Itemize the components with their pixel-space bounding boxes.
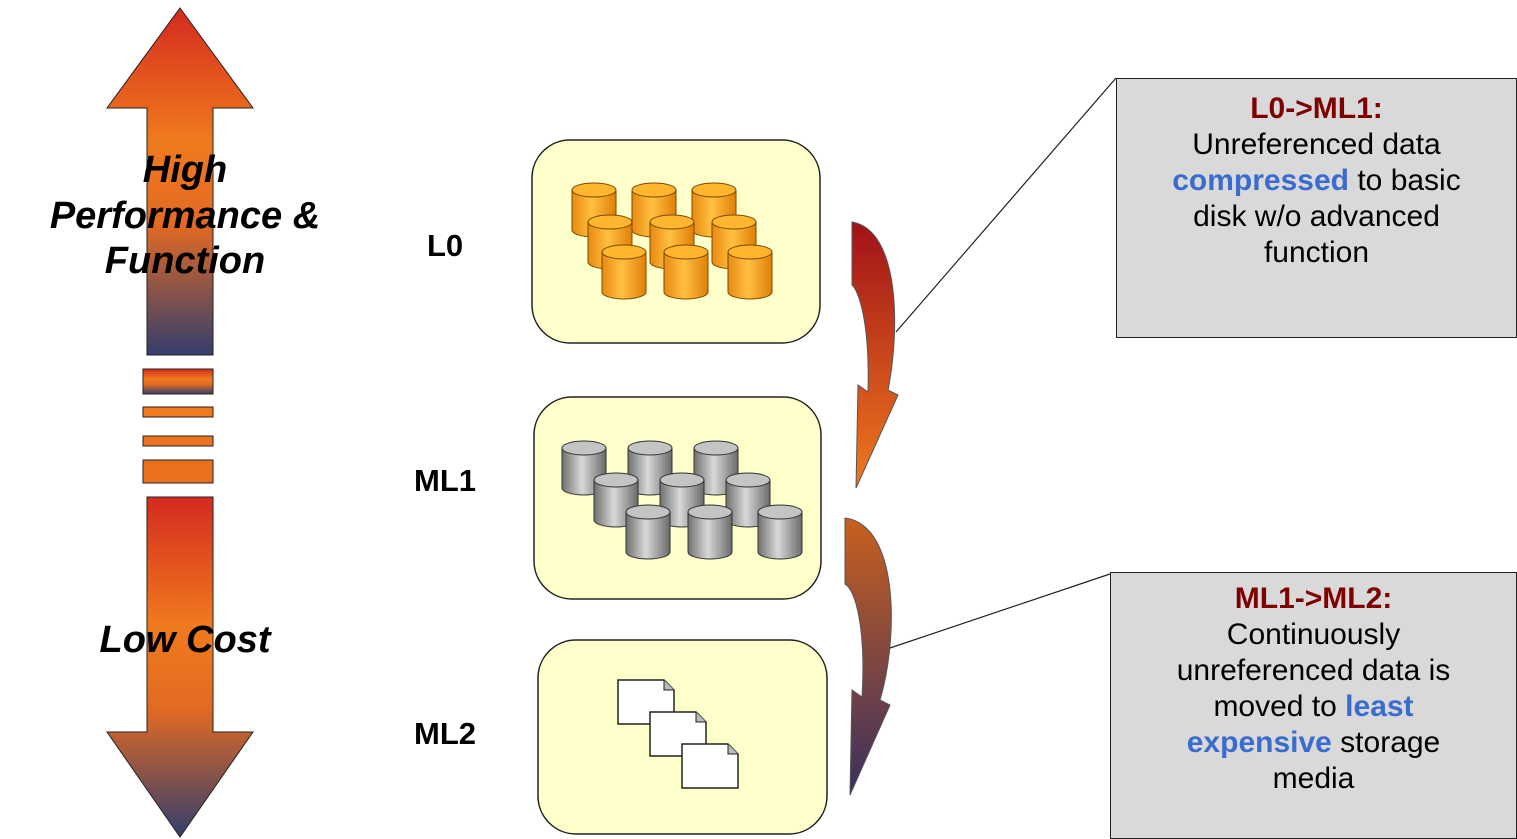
tape-document-icon <box>681 743 739 789</box>
high-performance-label: High Performance & Function <box>10 148 360 285</box>
axis-top-line2: Performance & <box>49 194 321 237</box>
callout-text: to basic <box>1349 164 1461 197</box>
callout-text: moved to <box>1213 690 1346 723</box>
axis-top-line3: Function <box>104 240 266 283</box>
callout-highlight: compressed <box>1172 164 1349 197</box>
callout-line: Continuously <box>1226 618 1401 651</box>
performance-cost-axis-arrow <box>106 7 254 838</box>
axis-segment <box>142 368 214 395</box>
level-label-ml1: ML1 <box>414 463 476 498</box>
disk-cylinder-icon <box>687 504 733 560</box>
callout-line: compressed to basic <box>1117 163 1516 199</box>
callout-line: expensive storage <box>1111 725 1516 761</box>
axis-arrow-top-head <box>106 7 254 356</box>
level-label-ml2: ML2 <box>414 716 476 751</box>
disk-cylinder-icon <box>663 244 709 300</box>
callout-title: ML1->ML2: <box>1234 582 1393 615</box>
l0-ml1-callout: L0->ML1: Unreferenced data compressed to… <box>1116 78 1517 338</box>
callout-line: media <box>1272 762 1355 795</box>
l0-to-ml1-curved-arrow <box>851 221 899 489</box>
callout-line: disk w/o advanced <box>1193 200 1440 233</box>
callout-highlight: expensive <box>1186 726 1332 759</box>
callout-highlight: least <box>1345 690 1414 723</box>
ml1-ml2-callout: ML1->ML2: Continuously unreferenced data… <box>1110 572 1517 839</box>
ml1-to-ml2-curved-arrow <box>844 517 892 796</box>
ml2-document-group <box>617 679 739 789</box>
ml1-ml2-callout-leader <box>889 573 1111 649</box>
axis-segment <box>142 406 214 418</box>
ml1-disk-group <box>561 440 803 560</box>
callout-title: L0->ML1: <box>1250 92 1383 125</box>
callout-line: unreferenced data is <box>1176 654 1451 687</box>
disk-cylinder-icon <box>601 244 647 300</box>
callout-text: storage <box>1331 726 1441 759</box>
level-label-l0: L0 <box>427 228 464 263</box>
callout-line: moved to least <box>1111 689 1516 725</box>
axis-arrow-bottom-head <box>106 496 254 838</box>
disk-cylinder-icon <box>625 504 671 560</box>
axis-segment <box>142 435 214 447</box>
l0-ml1-callout-leader <box>895 77 1117 333</box>
l0-disk-group <box>571 182 773 300</box>
disk-cylinder-icon <box>727 244 773 300</box>
axis-segment <box>142 459 214 484</box>
low-cost-label: Low Cost <box>99 619 271 661</box>
callout-line: Unreferenced data <box>1192 128 1441 161</box>
callout-line: function <box>1263 236 1370 269</box>
disk-cylinder-icon <box>757 504 803 560</box>
axis-top-line1: High <box>142 149 228 191</box>
